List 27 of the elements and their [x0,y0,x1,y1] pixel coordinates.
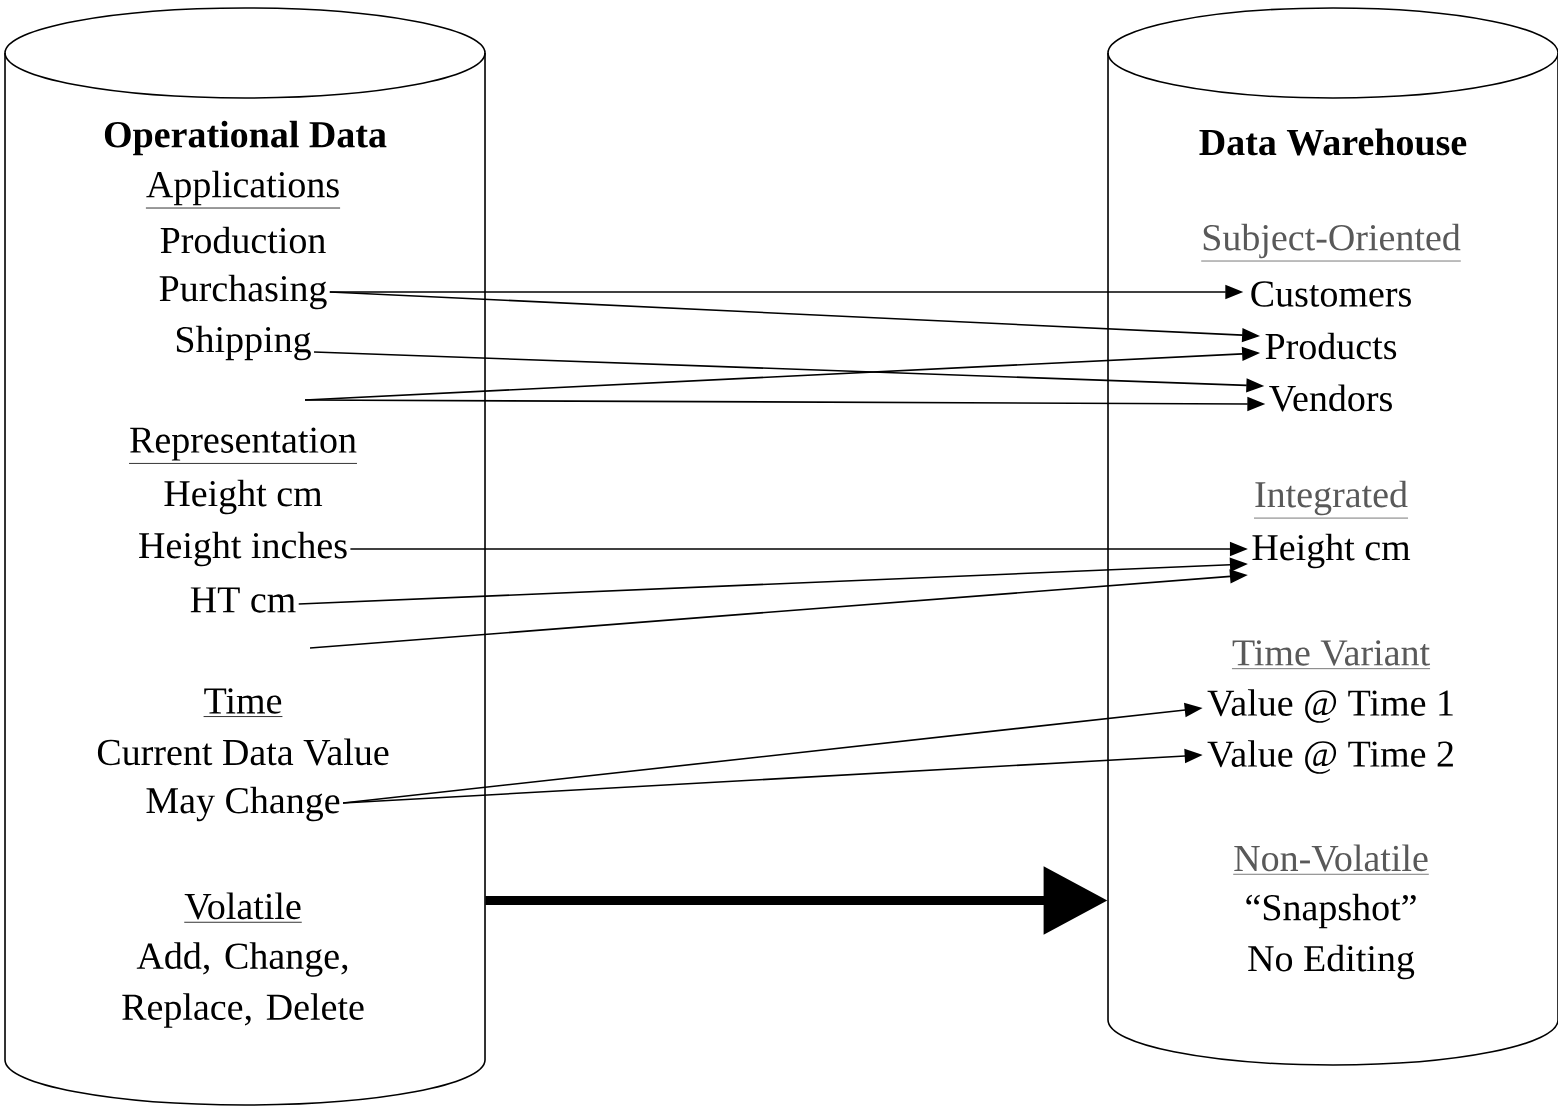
item-text: Products [1265,332,1397,360]
section-heading: Applications [145,170,341,209]
node-label: Operational Data [104,120,387,156]
section-heading: Integrated [1253,480,1409,519]
item-text: “Snapshot” [1246,893,1416,929]
node-label: Data Warehouse [1199,128,1467,156]
item-text: Customers [1251,281,1411,307]
section-heading: Representation [128,427,358,464]
section-heading: Time Variant [1231,640,1431,670]
item-text: No Editing [1248,944,1415,980]
item-text: Value @ Time 1 [1207,689,1453,723]
item-text: Shipping [176,325,311,361]
item-text: HT cm [190,587,296,613]
section-heading: Volatile [183,892,303,923]
item-text: Height cm [164,479,323,515]
item-text: Current Data Value [97,738,389,766]
item-text: Height inches [139,531,347,567]
section-heading: Non-Volatile [1232,844,1430,875]
item-text: Value @ Time 2 [1207,740,1453,774]
item-text: Add, Change, Replace, Delete [122,942,364,1028]
item-text: May Change [146,786,340,822]
item-text: Purchasing [159,274,327,310]
item-text: Production [160,226,326,254]
section-heading: Subject-Oriented [1200,223,1462,262]
section-heading: Time [203,688,283,717]
item-text: Vendors [1269,384,1392,412]
item-text: Height cm [1252,533,1411,569]
